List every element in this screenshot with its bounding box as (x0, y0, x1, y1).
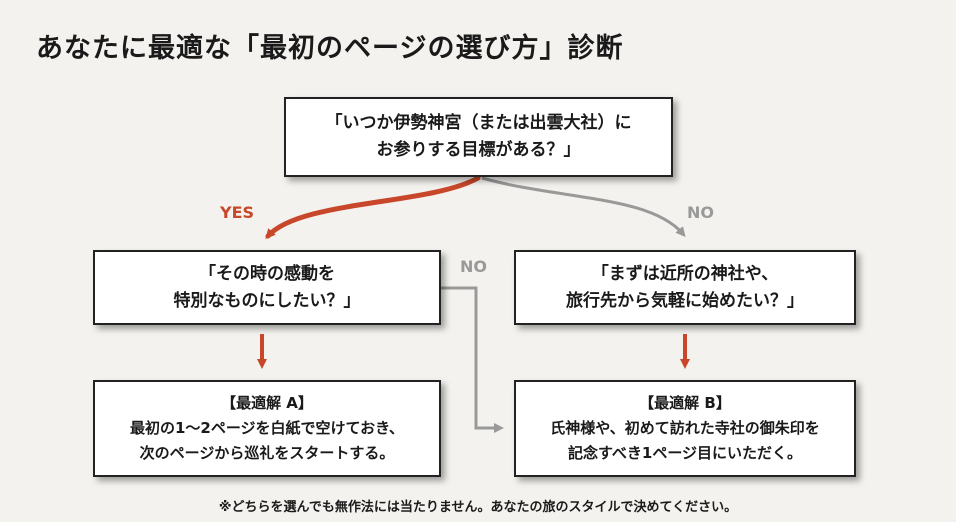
question-casual-box: 「まずは近所の神社や、 旅行先から気軽に始めたい？」 (514, 250, 856, 325)
question-special-line2: 特別なものにしたい？」 (173, 290, 361, 311)
result-a-line1: 最初の1〜2ページを白紙で空けておき、 (129, 419, 405, 437)
page-title: あなたに最適な「最初のページの選び方」診断 (36, 33, 624, 64)
question-casual-line1: 「まずは近所の神社や、 (591, 263, 779, 284)
yes-arrow (265, 175, 481, 239)
no-arrow-right (481, 176, 686, 238)
result-b-line1: 氏神様や、初めて訪れた寺社の御朱印を (550, 419, 820, 437)
question-special-box: 「その時の感動を 特別なものにしたい？」 (93, 250, 441, 325)
question-goal-line1: 「いつか伊勢神宮（または出雲大社）に (325, 113, 632, 133)
footnote: ※どちらを選んでも無作法には当たりません。あなたの旅のスタイルで決めてください。 (218, 500, 738, 515)
question-goal-box: 「いつか伊勢神宮（または出雲大社）に お参りする目標がある？」 (284, 97, 673, 177)
question-special-line1: 「その時の感動を (199, 263, 335, 284)
no-label-middle: NO (460, 257, 487, 276)
result-b-box: 【最適解 B】 氏神様や、初めて訪れた寺社の御朱印を 記念すべき1ページ目にいた… (514, 380, 856, 477)
result-a-line2: 次のページから巡礼をスタートする。 (139, 444, 395, 462)
no-arrow-middle (441, 286, 504, 433)
result-b-line2: 記念すべき1ページ目にいただく。 (567, 444, 803, 462)
result-a-heading: 【最適解 A】 (221, 394, 313, 412)
result-a-box: 【最適解 A】 最初の1〜2ページを白紙で空けておき、 次のページから巡礼をスタ… (93, 380, 441, 477)
question-casual-line2: 旅行先から気軽に始めたい？」 (566, 290, 804, 311)
question-goal-line2: お参りする目標がある？」 (376, 140, 581, 160)
result-b-heading: 【最適解 B】 (639, 394, 731, 412)
no-label-right: NO (687, 203, 714, 222)
yes-label: YES (220, 203, 255, 222)
